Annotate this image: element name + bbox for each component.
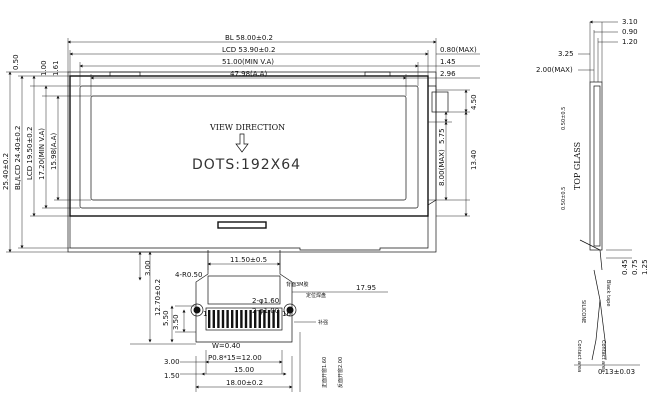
- view-direction-arrow-icon: [235, 133, 249, 153]
- dim-050a: 0.50±0.5: [561, 107, 567, 130]
- lcd-glass-outline: [69, 75, 429, 217]
- fpc-pad: [263, 310, 266, 328]
- fpc-pad: [254, 310, 257, 328]
- dim-050b: 0.50±0.5: [561, 187, 567, 210]
- dim-075: 0.75: [631, 259, 639, 275]
- front-view: VIEW DIRECTION DOTS:192X64: [67, 71, 449, 253]
- fpc-pad: [249, 310, 252, 328]
- locating-hole-right: [283, 303, 297, 317]
- black-tape-label: Black tape: [605, 280, 611, 306]
- fpc-pad: [217, 310, 220, 328]
- hole-160: 2-φ1.60: [252, 297, 279, 305]
- pin-16-label: 16: [282, 310, 291, 318]
- active-area: [90, 95, 407, 201]
- fpc-pad: [277, 310, 280, 328]
- stiffener-note: 补强: [318, 319, 328, 326]
- dim-145: 1.45: [440, 58, 456, 66]
- left-dimensions: 25.40±0.2 BL/LCD 24.40±0.2 LCD 19.50±0.2…: [2, 54, 91, 253]
- dim-045: 0.45: [621, 259, 629, 275]
- dim-300: 3.00: [144, 260, 152, 276]
- pin-1-label: 1: [203, 310, 207, 318]
- dim-350: 3.50: [172, 314, 180, 330]
- dim-1795: 17.95: [356, 284, 376, 292]
- fpc-pad: [244, 310, 248, 328]
- dim-1720: 17.20(MIN V.A): [38, 128, 46, 180]
- dim-080: 0.80(MAX): [440, 46, 477, 54]
- dim-w: W=0.40: [212, 342, 240, 350]
- dim-150: 1.50: [164, 372, 180, 380]
- dim-1150: 11.50±0.5: [230, 256, 267, 264]
- bond-slot: [217, 221, 267, 229]
- top-dimensions: BL 58.00±0.2 LCD 53.90±0.2 51.00(MIN V.A…: [67, 34, 480, 96]
- right-dimensions: 4.50 5.75 8.00(MAX) 13.40: [428, 89, 478, 217]
- dim-575: 5.75: [438, 128, 446, 144]
- dim-120: 1.20: [622, 38, 638, 46]
- dim-1950: LCD 19.50±0.2: [26, 127, 34, 180]
- fpc-pad: [221, 310, 225, 328]
- back-open-note: 反面开窗2.00: [337, 357, 344, 388]
- fpc-pad: [240, 310, 243, 328]
- dim-161: 1.61: [52, 60, 60, 76]
- dim-r050: 4-R0.50: [175, 271, 202, 279]
- front-open-note: 正面开窗1.60: [321, 357, 328, 388]
- right-tab: [431, 91, 449, 113]
- dim-2540: 25.40±0.2: [2, 153, 10, 190]
- hole-100: 2-φ1.00: [252, 307, 279, 315]
- fpc-pad: [231, 310, 234, 328]
- view-area: [79, 85, 419, 209]
- locating-hole-left: [190, 303, 204, 317]
- dim-pitch: P0.8*15=12.00: [208, 354, 262, 362]
- dim-100: 1.00: [40, 60, 48, 76]
- fpc-pad: [267, 310, 271, 328]
- view-direction-label: VIEW DIRECTION: [209, 123, 285, 132]
- dim-va-width: 51.00(MIN V.A): [222, 58, 274, 66]
- dim-2440: BL/LCD 24.40±0.2: [14, 125, 22, 190]
- dim-296: 2.96: [440, 70, 456, 78]
- dim-1270: 12.70±0.2: [154, 279, 162, 316]
- dim-550: 5.50: [162, 310, 170, 326]
- dim-1800: 18.00±0.2: [226, 379, 263, 387]
- fpc-pad: [226, 310, 229, 328]
- dim-1500: 15.00: [234, 366, 254, 374]
- dim-300b: 3.00: [164, 358, 180, 366]
- dim-090: 0.90: [622, 28, 638, 36]
- side-body: [589, 81, 603, 251]
- dim-310: 3.10: [622, 18, 638, 26]
- fpc-pad: [258, 310, 261, 328]
- fpc-pad: [212, 310, 215, 328]
- fpc-hatch-zone: [69, 215, 429, 251]
- back-tape-note: 背面3M胶: [286, 281, 309, 288]
- fpc-pad: [235, 310, 238, 328]
- top-glass-label: TOP GLASS: [573, 142, 582, 190]
- side-view: 3.10 0.90 1.20 3.25 2.00(MAX) TOP GLASS …: [536, 18, 649, 376]
- dim-1340: 13.40: [470, 150, 478, 170]
- fpc-pad: [208, 310, 211, 328]
- dim-050: 0.50: [12, 54, 20, 70]
- dim-125: 1.25: [641, 259, 649, 275]
- dim-800: 8.00(MAX): [438, 149, 446, 186]
- dots-label: DOTS:192X64: [192, 157, 301, 173]
- dim-bl-width: BL 58.00±0.2: [225, 34, 273, 42]
- fpc-tail: 11.50±0.5 3.00 12.70±0.2 5.50 3.50 4-R0.…: [130, 250, 388, 392]
- dim-aa-width: 47.98(A.A): [230, 70, 267, 78]
- dim-200: 2.00(MAX): [536, 66, 573, 74]
- silicone-label: SILICONE: [580, 300, 586, 323]
- dim-450: 4.50: [470, 94, 478, 110]
- fpc-pads: [205, 307, 283, 331]
- dim-325: 3.25: [558, 50, 574, 58]
- fpc-stiffener-hatch: [207, 275, 281, 305]
- locating-pad-note: 定位焊盘: [306, 292, 326, 299]
- dim-1598: 15.98(A.A): [50, 133, 58, 170]
- dim-lcd-width: LCD 53.90±0.2: [222, 46, 275, 54]
- fpc-pad: [272, 310, 275, 328]
- contact-area-1: Contact area: [576, 340, 582, 372]
- contact-area-2: Contact area: [600, 340, 606, 372]
- dim-013: 0.13±0.03: [598, 368, 635, 376]
